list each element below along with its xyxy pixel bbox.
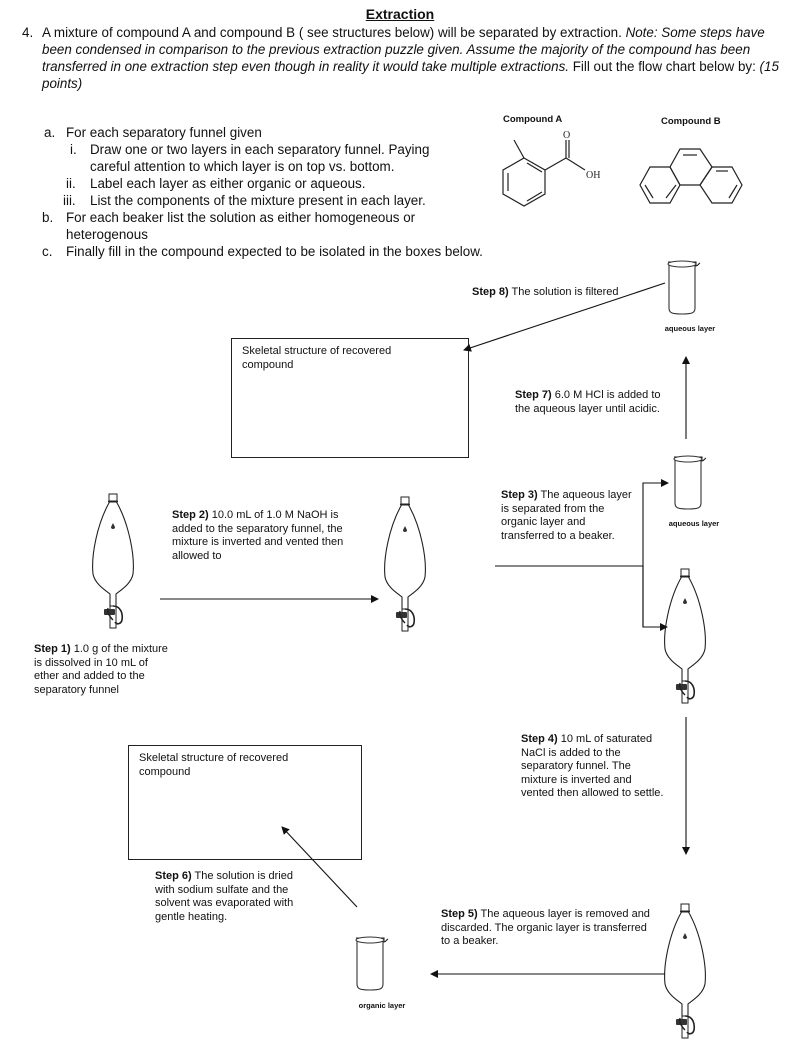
step-6-body: The solution is dried with sodium sulfat… [155,870,294,923]
arrow-step-6 [281,826,358,908]
arrow-to-funnel-3 [642,566,668,631]
step-2-body: 10.0 mL of 1.0 M NaOH is added to the se… [172,509,344,562]
instruction-c: Finally fill in the compound expected to… [66,244,483,259]
step-2: Step 2) 10.0 mL of 1.0 M NaOH is added t… [172,509,350,563]
marker-c: c. [42,244,53,259]
step-1-body: 1.0 g of the mixture is dissolved in 10 … [34,643,168,696]
question-block: 4. A mixture of compound A and compound … [20,24,780,92]
box-top-label: Skeletal structure of recovered compound [242,345,392,371]
step-3-head: Step 3) [501,489,538,501]
step-5-body: The aqueous layer is removed and discard… [441,908,650,947]
instruction-b-1: For each beaker list the solution as eit… [66,210,416,225]
beaker-2-label: aqueous layer [668,519,720,528]
beaker-3-label: organic layer [358,1001,406,1010]
beaker-2[interactable] [673,455,707,510]
question-note: Note: Some steps have been condensed in … [42,25,765,74]
step-4-body: 10 mL of saturated NaCl is added to the … [521,733,664,799]
compound-a-structure [502,139,586,207]
compound-a-label: Compound A [503,114,563,125]
marker-ii: ii. [66,176,76,191]
step-5-head: Step 5) [441,908,478,920]
instruction-b-2: heterogenous [66,227,148,242]
step-3: Step 3) The aqueous layer is separated f… [501,489,641,543]
step-5: Step 5) The aqueous layer is removed and… [441,908,651,949]
instruction-a-ii: Label each layer as either organic or aq… [90,176,366,191]
instruction-a: For each separatory funnel given [66,125,262,140]
step-6: Step 6) The solution is dried with sodiu… [155,870,315,924]
step-2-head: Step 2) [172,509,209,521]
arrow-step-8 [463,282,666,352]
marker-i: i. [70,142,77,157]
instruction-a-i-2: careful attention to which layer is on t… [90,159,395,174]
step-7-head: Step 7) [515,389,552,401]
instructions: a. For each separatory funnel given i. D… [42,124,483,260]
step-8-head: Step 8) [472,286,509,298]
separatory-funnel-4[interactable] [663,903,707,1039]
step-8: Step 8) The solution is filtered [472,286,652,300]
compound-b-structure [639,148,743,204]
beaker-3[interactable] [355,936,389,991]
question-number: 4. [22,25,34,40]
step-4-head: Step 4) [521,733,558,745]
compound-a-o-label: O [563,130,570,141]
beaker-1[interactable] [667,260,701,315]
arrow-to-beaker-2 [642,479,669,627]
instruction-a-iii: List the components of the mixture prese… [90,193,426,208]
step-7-body: 6.0 M HCl is added to the aqueous layer … [515,389,661,415]
separatory-funnel-2[interactable] [383,496,427,632]
instruction-a-i-1: Draw one or two layers in each separator… [90,142,430,157]
marker-iii: iii. [63,193,76,208]
compound-b-label: Compound B [661,116,721,127]
marker-a: a. [44,125,56,140]
step-6-head: Step 6) [155,870,192,882]
step-3-body: The aqueous layer is separated from the … [501,489,632,542]
question-intro: A mixture of compound A and compound B (… [42,25,622,40]
beaker-1-label: aqueous layer [664,324,716,333]
compound-a-oh-label: OH [586,170,600,181]
recovered-compound-box-top[interactable]: Skeletal structure of recovered compound [231,338,469,458]
step-8-body: The solution is filtered [511,286,619,298]
question-points: (15 points) [42,59,779,91]
step-4: Step 4) 10 mL of saturated NaCl is added… [521,733,665,801]
page-title: Extraction [365,6,435,22]
step-1: Step 1) 1.0 g of the mixture is dissolve… [34,643,169,697]
question-fill: Fill out the flow chart below by: [572,59,756,74]
separatory-funnel-3[interactable] [663,568,707,704]
step-1-head: Step 1) [34,643,71,655]
separatory-funnel-1[interactable] [91,493,135,629]
step-7: Step 7) 6.0 M HCl is added to the aqueou… [515,389,675,416]
box-bottom-label: Skeletal structure of recovered compound [139,752,289,778]
marker-b: b. [42,210,54,225]
recovered-compound-box-bottom[interactable]: Skeletal structure of recovered compound [128,745,362,860]
